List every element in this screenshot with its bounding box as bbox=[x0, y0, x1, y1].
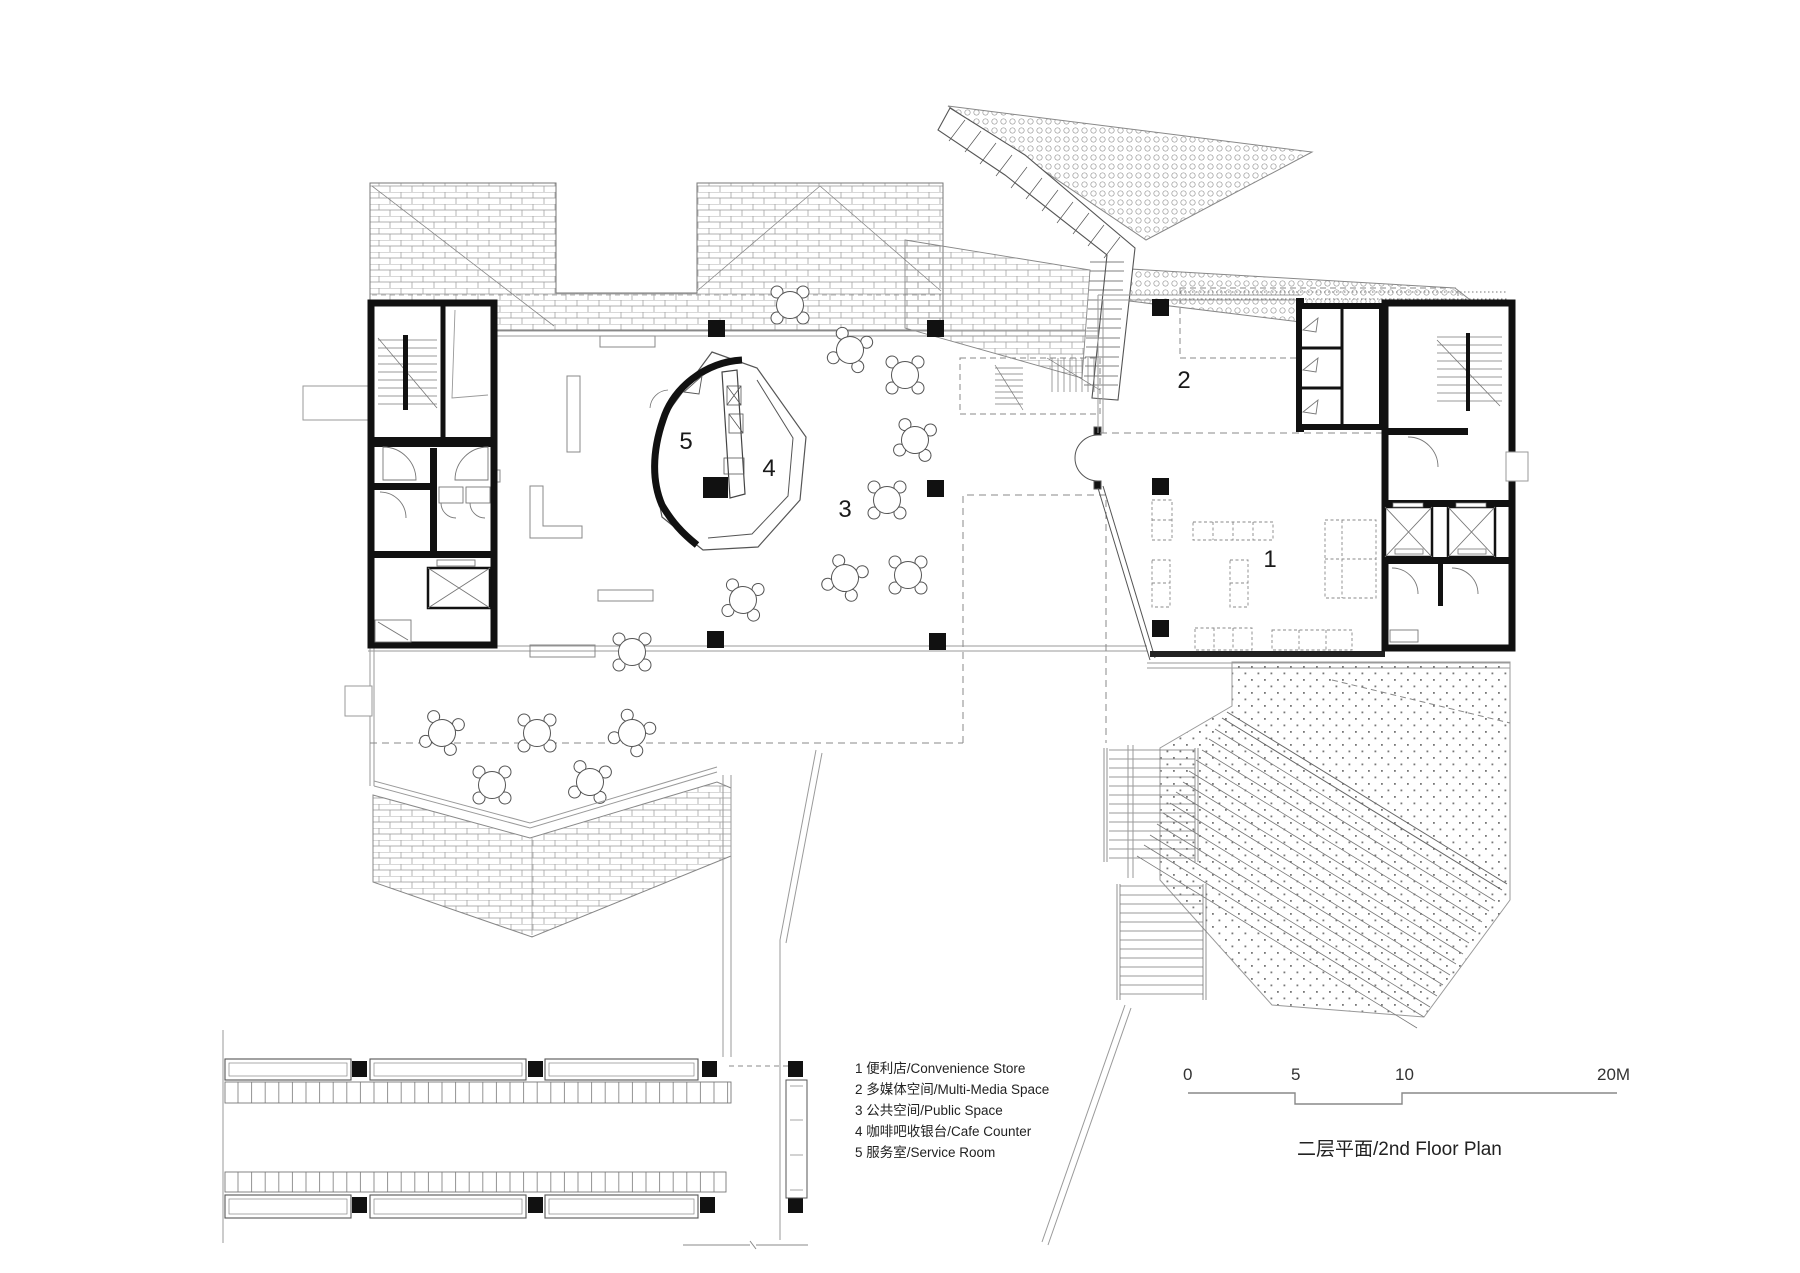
legend-text: 4 咖啡吧收银台/Cafe Counter bbox=[855, 1124, 1032, 1139]
west-lobby-exit bbox=[374, 619, 412, 643]
column bbox=[1152, 478, 1169, 495]
amphitheater-grand-steps bbox=[1136, 728, 1496, 1029]
room-label-1: 1 bbox=[1263, 546, 1276, 573]
door-leaf bbox=[682, 374, 703, 395]
scale-bar: 0 5 10 20M bbox=[1183, 1065, 1630, 1105]
pergola-end-panel bbox=[785, 1079, 808, 1199]
legend-item-public-space: 3 公共空间/Public Space bbox=[855, 1100, 1049, 1121]
counter-block bbox=[703, 477, 728, 498]
room-label-5: 5 bbox=[679, 428, 692, 455]
elevators bbox=[1383, 502, 1497, 559]
west-ledge bbox=[344, 685, 373, 717]
southwest-terrace bbox=[222, 632, 823, 1250]
amphitheater bbox=[1041, 661, 1511, 1246]
lower-room-doors bbox=[1389, 567, 1479, 643]
room-label-3: 3 bbox=[838, 496, 851, 523]
amphitheater-railing bbox=[1221, 711, 1508, 891]
side-steps-lower bbox=[1116, 884, 1207, 1000]
legend-item-cafe-counter: 4 咖啡吧收银台/Cafe Counter bbox=[855, 1121, 1049, 1142]
scale-label-0: 0 bbox=[1183, 1065, 1192, 1084]
west-balcony bbox=[302, 385, 371, 421]
roof-edge-dotted bbox=[1180, 291, 1508, 300]
legend-text: 2 多媒体空间/Multi-Media Space bbox=[855, 1082, 1050, 1097]
east-tower bbox=[1381, 299, 1516, 652]
counter-thick-wall bbox=[651, 356, 743, 548]
scale-label-20m: 20M bbox=[1597, 1065, 1630, 1084]
column bbox=[1152, 620, 1169, 637]
legend-text: 5 服务室/Service Room bbox=[855, 1145, 996, 1160]
store-south-wall bbox=[1150, 651, 1385, 657]
east-tab bbox=[1505, 451, 1529, 482]
legend-item-service-room: 5 服务室/Service Room bbox=[855, 1142, 1049, 1163]
column bbox=[1152, 299, 1169, 316]
room-label-4: 4 bbox=[762, 455, 775, 482]
cafe-counter bbox=[649, 351, 807, 551]
room-label-2: 2 bbox=[1177, 367, 1190, 394]
ground-line bbox=[683, 1240, 808, 1250]
terrace-edge bbox=[373, 766, 718, 829]
west-elevator bbox=[426, 559, 492, 610]
store-diagonal-wall bbox=[1097, 485, 1156, 661]
counter-bar bbox=[721, 369, 746, 499]
brick-chevron bbox=[372, 781, 732, 938]
stall-doors bbox=[1301, 316, 1319, 415]
legend-text: 1 便利店/Convenience Store bbox=[855, 1061, 1026, 1076]
scale-label-10: 10 bbox=[1395, 1065, 1414, 1084]
public-hall: 3 4 5 bbox=[302, 285, 1147, 786]
double-door bbox=[1074, 426, 1102, 490]
door-swing bbox=[451, 309, 489, 399]
lobby-doors bbox=[382, 446, 489, 481]
legend-text: 3 公共空间/Public Space bbox=[855, 1103, 1003, 1118]
door-swing bbox=[1407, 436, 1439, 468]
scale-label-5: 5 bbox=[1291, 1065, 1300, 1084]
side-steps-upper bbox=[1103, 748, 1199, 862]
legend-item-convenience-store: 1 便利店/Convenience Store bbox=[855, 1058, 1049, 1079]
service-rooms bbox=[379, 486, 491, 519]
drawing-title: 二层平面/2nd Floor Plan bbox=[1297, 1139, 1502, 1160]
west-core bbox=[367, 299, 498, 649]
pergola-south bbox=[224, 1171, 803, 1219]
legend-item-multimedia-space: 2 多媒体空间/Multi-Media Space bbox=[855, 1079, 1049, 1100]
east-core bbox=[1296, 299, 1529, 652]
store-shelving bbox=[1151, 499, 1377, 651]
pergola-north bbox=[224, 1058, 803, 1104]
canopy-dashed-line bbox=[370, 494, 1107, 744]
plaza-edge bbox=[1041, 1004, 1132, 1246]
outdoor-tables bbox=[417, 632, 659, 806]
legend: 1 便利店/Convenience Store 2 多媒体空间/Multi-Me… bbox=[855, 1058, 1049, 1163]
hall-stair-void bbox=[959, 357, 1101, 415]
